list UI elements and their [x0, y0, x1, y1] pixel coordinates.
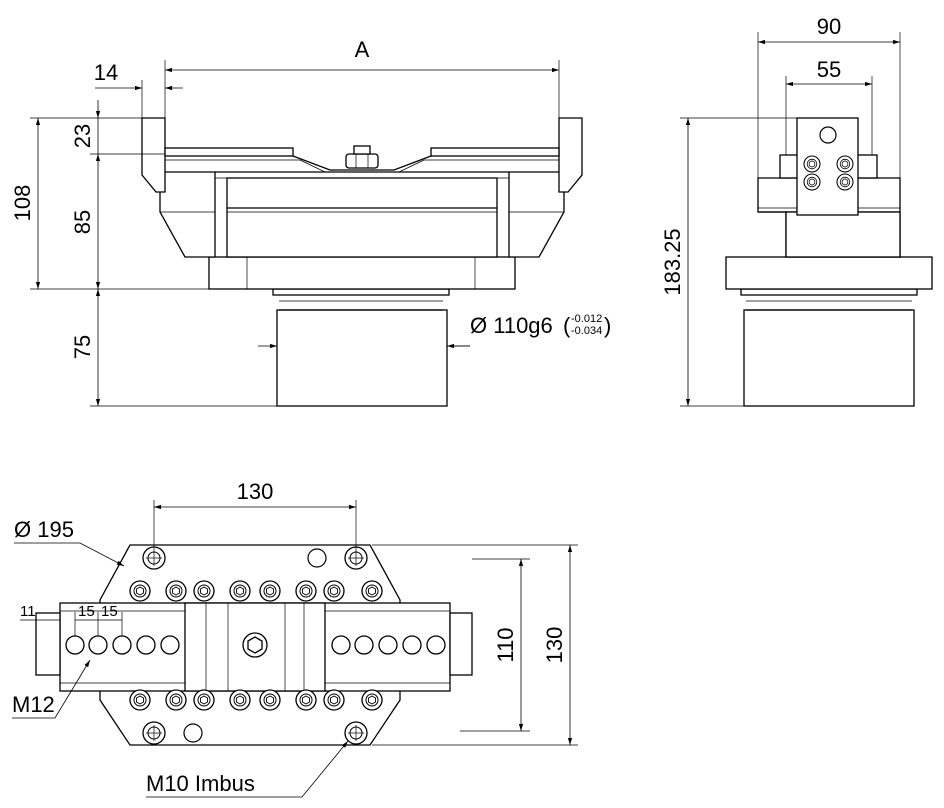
side-dimensions: 90 55 183.25 — [660, 14, 901, 407]
dim-11-label: 11 — [20, 603, 36, 620]
tol-lower: -0.034 — [571, 325, 602, 337]
dim-75-label: 75 — [70, 335, 95, 359]
vise-body — [226, 177, 498, 258]
dim-diameter-label: Ø 110g6 — [470, 313, 553, 338]
m10-label: M10 Imbus — [146, 771, 255, 796]
dim-195-label: Ø 195 — [14, 517, 74, 542]
dim-85-label: 85 — [70, 210, 95, 234]
right-jaw — [558, 117, 583, 193]
dim-a-label: A — [355, 37, 370, 62]
side-base — [725, 256, 933, 290]
top-dimensions: 130 Ø 195 11 15 15 M12 110 130 M10 Imbus — [12, 479, 578, 798]
front-view — [141, 117, 583, 407]
base-plate — [208, 256, 516, 290]
m12-label: M12 — [12, 692, 55, 717]
left-jaw — [141, 117, 166, 193]
mounting-hole-tr — [344, 546, 368, 570]
dim-23-label: 23 — [70, 124, 95, 148]
svg-text:): ) — [604, 313, 611, 338]
dim-90-label: 90 — [817, 14, 841, 39]
side-spigot — [743, 309, 915, 407]
side-view — [725, 117, 933, 407]
left-jaw-body — [159, 171, 216, 258]
spigot — [276, 309, 448, 407]
dim-14-label: 14 — [94, 60, 118, 85]
dim-15a-label: 15 — [78, 603, 95, 620]
dim-108-label: 108 — [10, 185, 35, 222]
dim-183-label: 183.25 — [660, 228, 685, 295]
dim-130v-label: 130 — [542, 627, 567, 664]
dim-15b-label: 15 — [101, 603, 118, 620]
dim-55-label: 55 — [817, 57, 841, 82]
mounting-hole-bl — [142, 721, 166, 745]
front-dimensions: A 14 108 23 85 75 Ø 110g6 ( -0.012 -0.03… — [10, 37, 611, 407]
svg-text:(: ( — [563, 313, 571, 338]
dim-130h-label: 130 — [237, 479, 274, 504]
center-nut — [345, 153, 379, 169]
top-view — [35, 544, 473, 746]
dim-110-label: 110 — [493, 627, 518, 662]
tol-upper: -0.012 — [571, 313, 602, 325]
mounting-hole-br — [344, 721, 368, 745]
mounting-hole-tl — [142, 546, 166, 570]
spigot-collar — [272, 288, 450, 296]
right-jaw-body — [508, 171, 565, 258]
